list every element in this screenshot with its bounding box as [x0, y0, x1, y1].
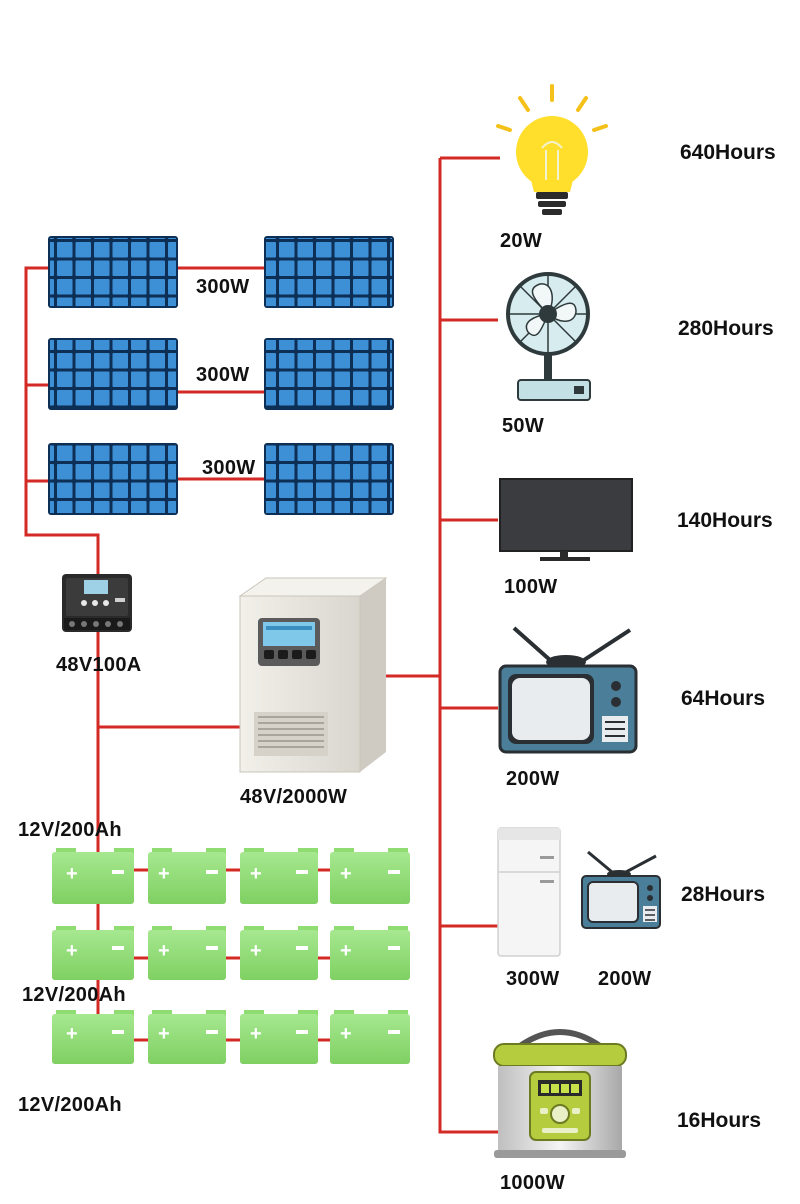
battery-icon: + — [52, 848, 134, 904]
load-watt-label: 200W — [506, 768, 560, 790]
solar-panel — [264, 338, 394, 410]
svg-text:+: + — [158, 940, 170, 962]
runtime-hours-label: 640Hours — [680, 141, 776, 164]
battery-icon: + — [148, 848, 226, 904]
battery-icon: + — [330, 926, 410, 980]
svg-text:+: + — [158, 863, 170, 885]
small-tv-icon — [581, 850, 661, 929]
runtime-hours-label: 16Hours — [677, 1109, 762, 1132]
load-watt-label: 1000W — [500, 1172, 565, 1194]
svg-text:+: + — [250, 1023, 262, 1045]
inverter-label: 48V/2000W — [240, 786, 348, 808]
load-watt-label: 50W — [502, 415, 545, 437]
battery-icon: + — [52, 926, 134, 980]
battery-icon: + — [330, 1010, 410, 1064]
battery-row: + + + + — [52, 1010, 410, 1064]
svg-text:+: + — [250, 940, 262, 962]
svg-text:+: + — [66, 940, 78, 962]
runtime-hours-label: 280Hours — [678, 317, 774, 340]
battery-icon: + — [240, 848, 318, 904]
battery-row-label: 12V/200Ah — [18, 819, 122, 841]
battery-icon: + — [330, 848, 410, 904]
battery-bank: + + + + + + + + + + + + — [52, 848, 410, 1064]
load-watt-label-secondary: 200W — [598, 968, 652, 990]
solar-panel — [48, 443, 178, 515]
panel-row-power-label: 300W — [202, 457, 256, 479]
runtime-hours-label: 64Hours — [681, 687, 766, 710]
solar-panel-array — [48, 236, 394, 515]
panel-row-power-label: 300W — [196, 276, 250, 298]
inverter-icon — [238, 577, 388, 773]
battery-icon: + — [240, 1010, 318, 1064]
svg-text:+: + — [158, 1023, 170, 1045]
svg-text:+: + — [250, 863, 262, 885]
battery-icon: + — [52, 1010, 134, 1064]
solar-panel — [264, 236, 394, 308]
battery-icon: + — [240, 926, 318, 980]
charge-controller-icon — [62, 574, 132, 632]
battery-row-label: 12V/200Ah — [22, 984, 126, 1006]
controller-label: 48V100A — [56, 654, 142, 676]
solar-panel — [48, 236, 178, 308]
svg-text:+: + — [66, 1023, 78, 1045]
battery-icon: + — [148, 926, 226, 980]
battery-row: + + + + — [52, 926, 410, 980]
wiring — [24, 156, 500, 1134]
flat-tv-icon — [499, 478, 633, 561]
light-bulb-icon — [496, 84, 608, 215]
load-watt-label: 300W — [506, 968, 560, 990]
battery-row-label: 12V/200Ah — [18, 1094, 122, 1116]
panel-row-power-label: 300W — [196, 364, 250, 386]
runtime-hours-label: 140Hours — [677, 509, 773, 532]
crt-tv-icon — [498, 626, 638, 754]
solar-panel — [48, 338, 178, 410]
rice-cooker-icon — [493, 1029, 627, 1158]
battery-row: + + + + — [52, 848, 410, 904]
fan-icon — [506, 272, 591, 401]
fridge-icon — [497, 827, 561, 957]
svg-text:+: + — [66, 863, 78, 885]
solar-panel — [264, 443, 394, 515]
runtime-hours-label: 28Hours — [681, 883, 766, 906]
load-watt-label: 100W — [504, 576, 558, 598]
svg-text:+: + — [340, 863, 352, 885]
load-watt-label: 20W — [500, 230, 543, 252]
svg-text:+: + — [340, 1023, 352, 1045]
svg-text:+: + — [340, 940, 352, 962]
battery-icon: + — [148, 1010, 226, 1064]
